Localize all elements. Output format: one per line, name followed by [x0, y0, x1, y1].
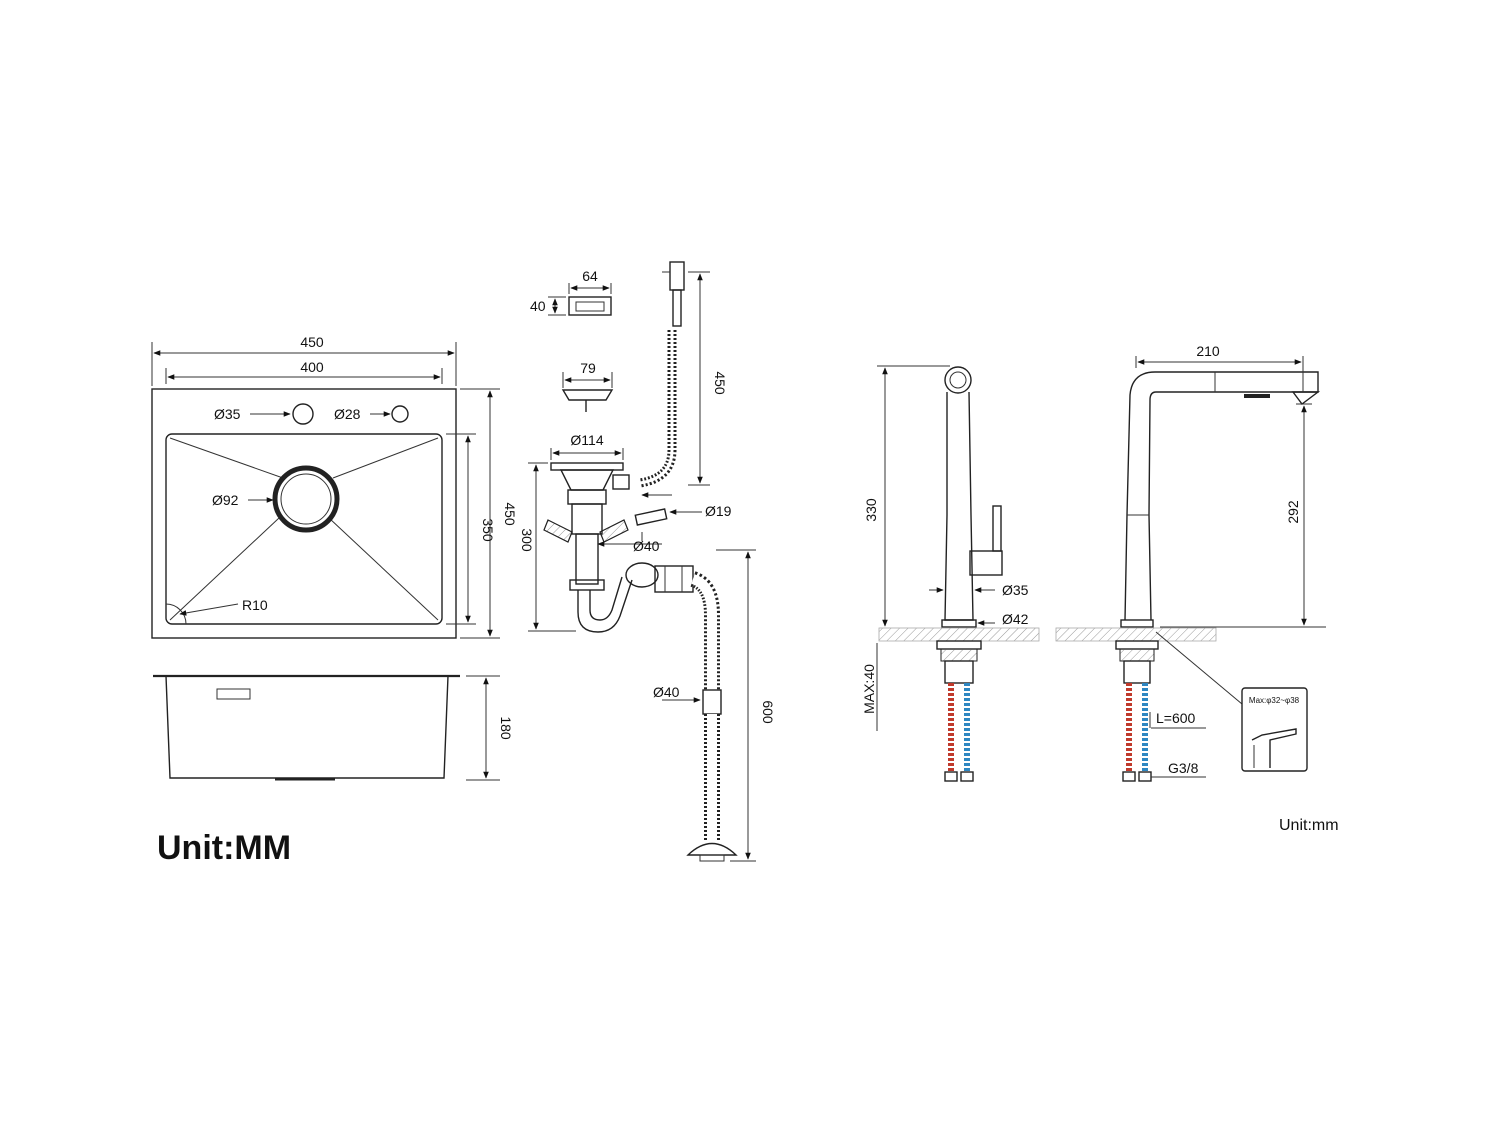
dim-flange: Ø114: [570, 432, 603, 448]
label-soap-hole: Ø28: [334, 406, 361, 422]
dim-outer-width: 450: [300, 334, 324, 350]
dim-outer-depth: 450: [502, 502, 518, 526]
dim-overflow-width: 64: [582, 268, 598, 284]
faucet-front-view: 330 MAX:40 Ø35 Ø42: [861, 365, 1040, 782]
overflow-outlet: [634, 508, 668, 526]
dim-outlet: Ø19: [705, 503, 732, 519]
trap-inlet-right: [599, 519, 629, 543]
dim-hose-length: L=600: [1156, 710, 1196, 726]
dim-trap-height: 300: [519, 528, 535, 552]
dim-overflow-hose: 450: [712, 371, 728, 395]
hole-detail-callout: Max:φ32~φ38: [1241, 687, 1308, 772]
soap-hole: [391, 405, 409, 423]
dim-reach: 210: [1196, 343, 1220, 359]
dim-thread: G3/8: [1168, 760, 1199, 776]
dim-overflow-height: 40: [530, 298, 546, 314]
trap-inlet-left: [543, 519, 573, 543]
dim-strainer: 79: [580, 360, 596, 376]
dim-inner-width: 400: [300, 359, 324, 375]
label-drain: Ø92: [212, 492, 239, 508]
sink-side-view: 180: [153, 674, 514, 781]
dim-faucet-height: 330: [863, 498, 879, 522]
faucet-lever: [969, 550, 1003, 576]
countertop-side: [1055, 627, 1217, 642]
unit-label-right: Unit:mm: [1279, 817, 1339, 834]
label-radius: R10: [242, 597, 268, 613]
unit-label-left: Unit:MM: [157, 829, 291, 867]
drain-hole-outer: [272, 465, 340, 533]
trap-elbow: [654, 565, 694, 593]
label-tap-hole: Ø35: [214, 406, 241, 422]
faucet-side-view: 210 292 L=600 G3/8 Max:φ32~φ38: [1055, 343, 1326, 782]
dim-bowl-depth: 180: [498, 716, 514, 740]
strainer-basket: [561, 389, 614, 401]
dim-trap-pipe: Ø40: [633, 538, 660, 554]
dim-drain-hose-length: 600: [760, 700, 776, 724]
dim-inner-depth: 350: [480, 518, 496, 542]
drain-hose: [686, 571, 738, 862]
tap-hole: [292, 403, 314, 425]
countertop: [878, 627, 1040, 642]
dim-body-dia: Ø35: [1002, 582, 1029, 598]
spray-button: [1244, 394, 1270, 398]
dim-max-thickness: MAX:40: [861, 664, 877, 714]
overflow-hose: 450: [639, 261, 728, 498]
dim-base-dia: Ø42: [1002, 611, 1029, 627]
dim-spout-height: 292: [1285, 500, 1301, 524]
dim-drain-hose: Ø40: [653, 684, 680, 700]
sink-top-view: 450 400 450 350 Ø35 Ø28 Ø92 R10: [151, 334, 518, 639]
hole-size-label: Max:φ32~φ38: [1249, 696, 1300, 705]
drain-kit: 64 40 79 Ø114: [519, 261, 776, 862]
overflow-cover: [568, 296, 612, 316]
